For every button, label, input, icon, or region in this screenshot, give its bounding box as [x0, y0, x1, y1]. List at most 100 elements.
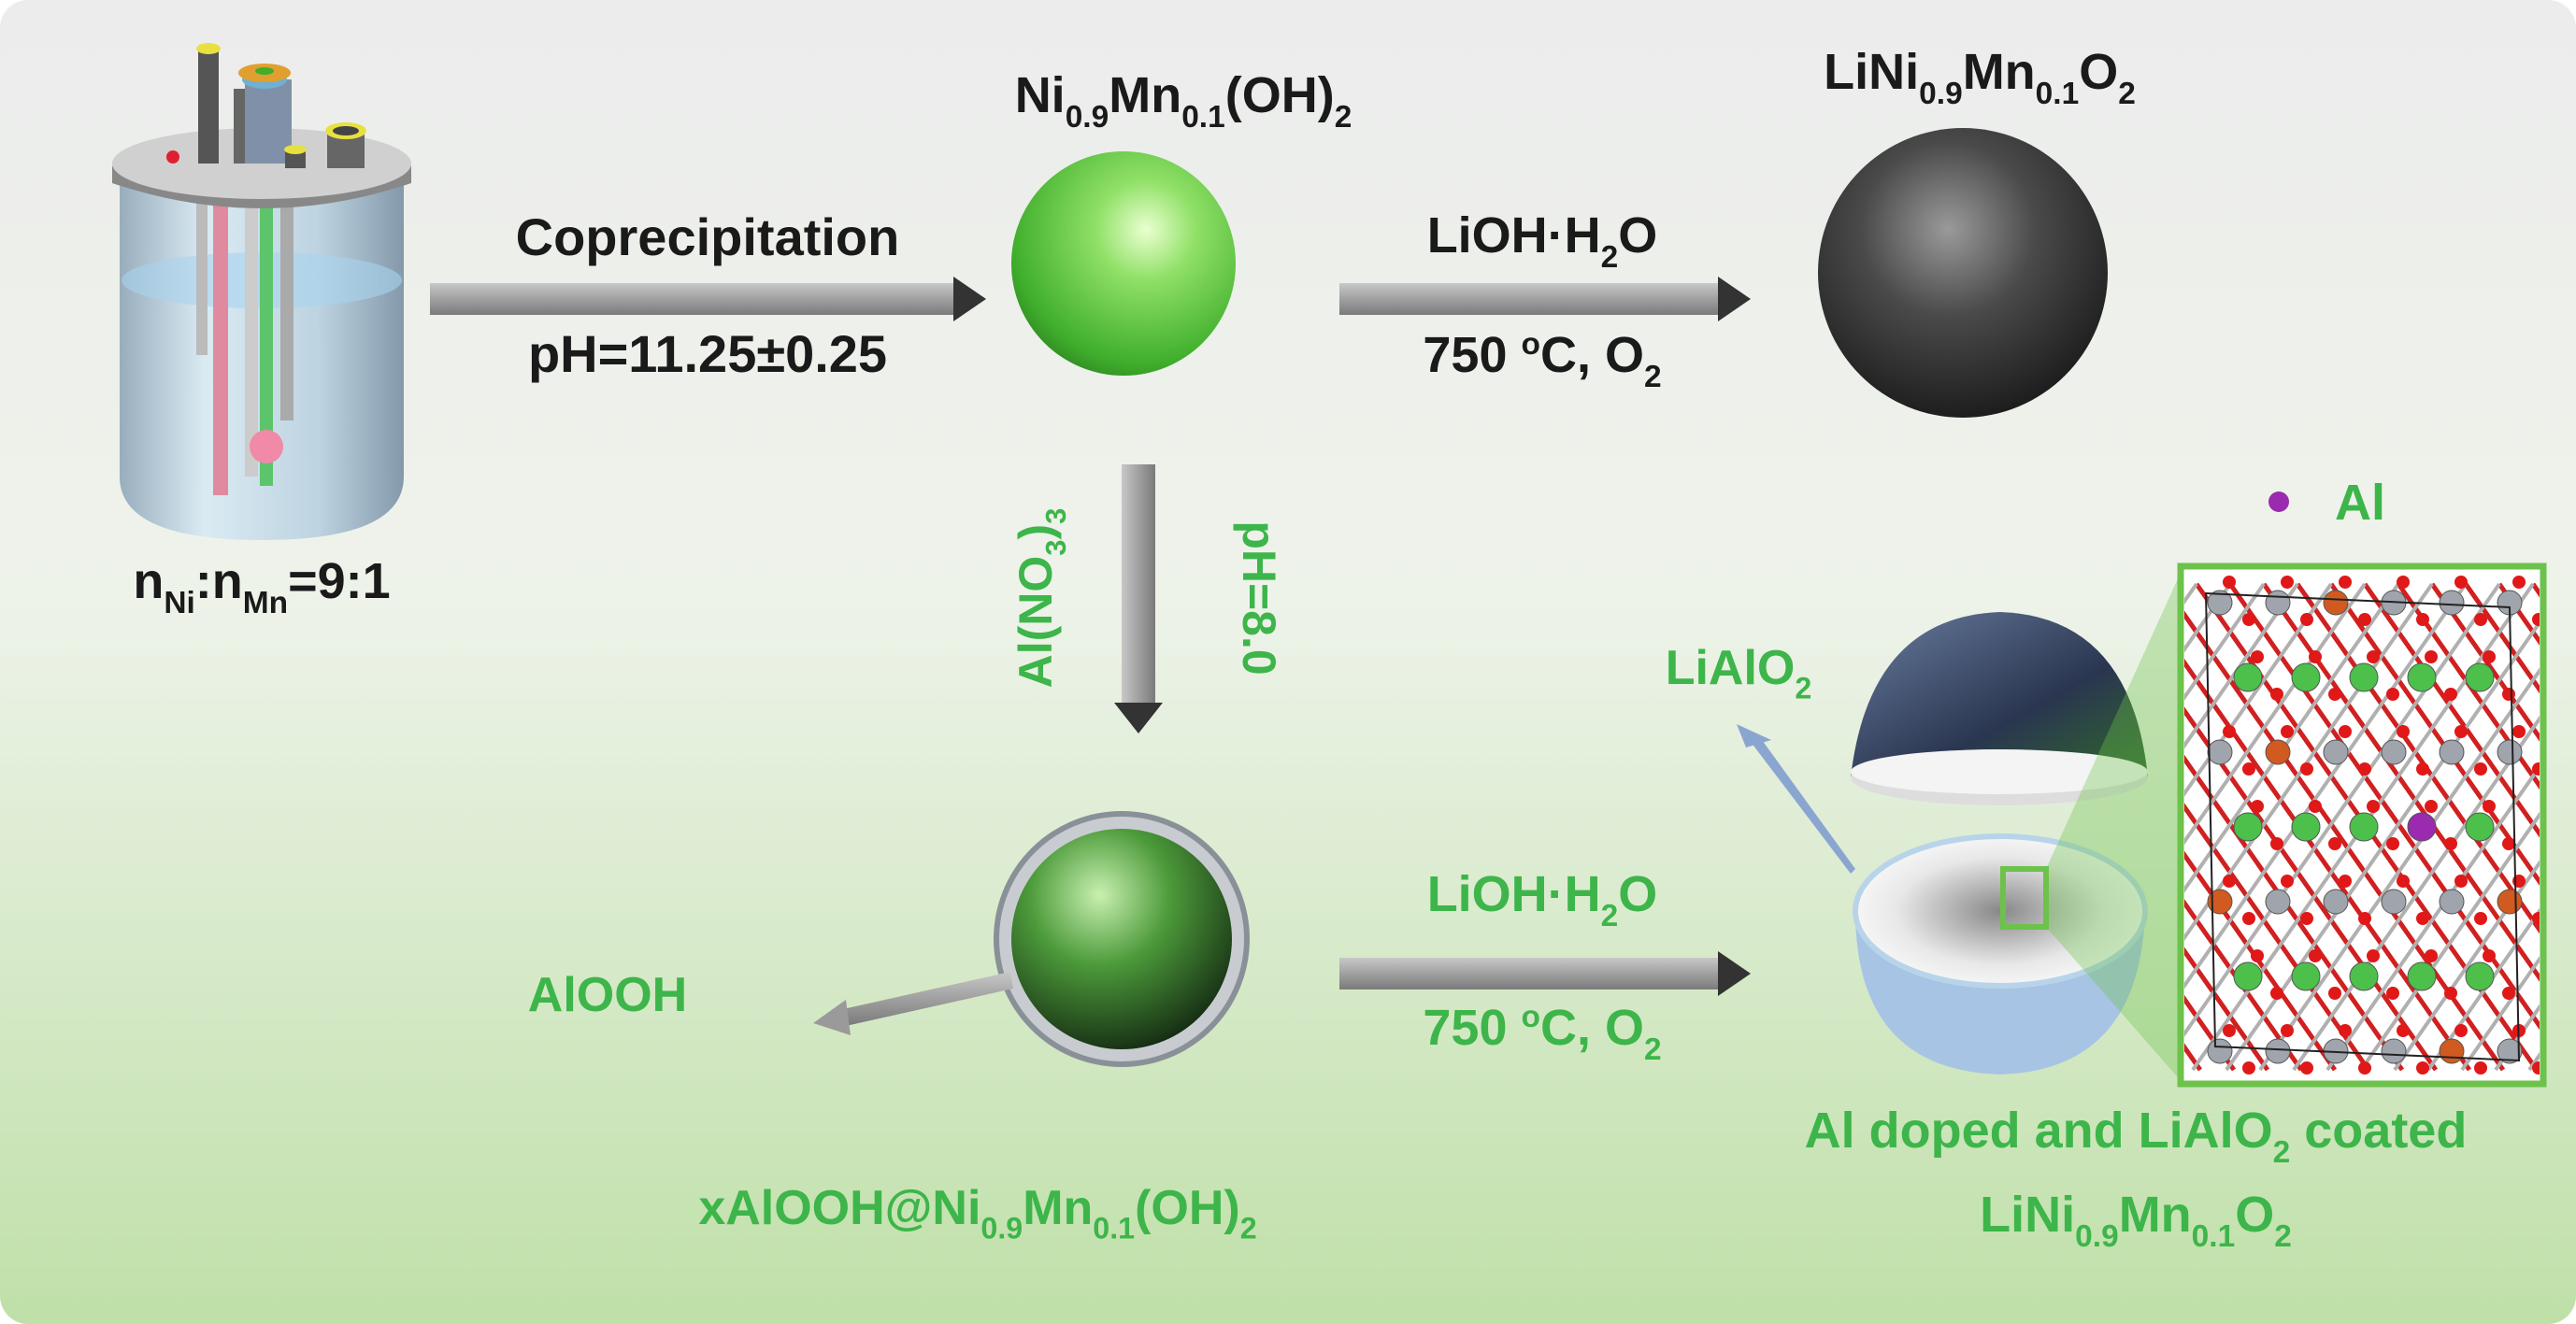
atom — [2497, 889, 2523, 915]
oxygen-atom — [2281, 875, 2294, 888]
oxygen-atom — [2309, 800, 2322, 813]
bond-line — [2184, 582, 2501, 1037]
arrow-alooh — [813, 972, 1013, 1035]
oxygen-atom — [2502, 688, 2515, 701]
atom — [2465, 662, 2495, 692]
oxygen-atom — [2223, 875, 2236, 888]
oxygen-atom — [2425, 800, 2438, 813]
calcination-top-label: 750 oC, O2 — [1423, 327, 1661, 394]
oxygen-atom — [2397, 576, 2410, 589]
formula-text: xAlOOH@Ni — [698, 1181, 980, 1235]
oxygen-atom — [2300, 613, 2313, 626]
bond-line — [2429, 582, 2540, 742]
formula-text: LiOH·H — [1427, 866, 1601, 922]
oxygen-atom — [2270, 837, 2283, 850]
atom — [2323, 739, 2349, 765]
reactor-vessel-icon — [112, 43, 411, 540]
formula-text: Mn — [1023, 1181, 1093, 1235]
lialo2-label: LiAlO2 — [1666, 641, 1812, 705]
oxygen-atom — [2483, 800, 2496, 813]
oxygen-atom — [2309, 949, 2322, 962]
oxygen-atom — [2397, 1024, 2410, 1037]
oxygen-atom — [2367, 650, 2380, 663]
bond-line — [2184, 706, 2439, 1072]
subscript: 2 — [1240, 1212, 1257, 1246]
oxygen-atom — [2358, 1061, 2371, 1075]
oxygen-atom — [2512, 725, 2526, 738]
subscript: 3 — [1039, 540, 1072, 556]
oxygen-atom — [2386, 837, 2399, 850]
formula-text: Mn — [1109, 67, 1181, 123]
bond-line — [2292, 715, 2540, 1072]
oxygen-atom — [2454, 1024, 2468, 1037]
atom — [2265, 889, 2291, 915]
final-product-label-line2: LiNi0.9Mn0.1O2 — [1980, 1187, 2292, 1254]
subscript: 0.9 — [2075, 1219, 2119, 1254]
bond-line — [2460, 955, 2540, 1072]
formula-text: LiAlO — [1666, 641, 1796, 695]
oxygen-atom — [2300, 1061, 2313, 1075]
atom — [2407, 961, 2437, 991]
oxide-formula: LiNi0.9Mn0.1O2 — [1824, 44, 2136, 111]
oxygen-atom — [2328, 837, 2341, 850]
oxygen-atom — [2328, 987, 2341, 1000]
oxygen-atom — [2242, 1061, 2255, 1075]
hydroxide-formula: Ni0.9Mn0.1(OH)2 — [1015, 67, 1352, 135]
oxygen-atom — [2474, 912, 2487, 925]
atom — [2207, 1038, 2233, 1064]
bond-line — [2184, 947, 2270, 1072]
formula-text: O — [2079, 44, 2118, 100]
coated-precursor-sphere — [1011, 829, 1232, 1049]
oxygen-atom — [2300, 762, 2313, 776]
subscript: 0.9 — [1066, 100, 1109, 135]
atom — [2439, 889, 2465, 915]
oxygen-atom — [2328, 688, 2341, 701]
oxygen-atom — [2386, 688, 2399, 701]
formula-text: =9:1 — [288, 553, 391, 609]
oxygen-atom — [2454, 875, 2468, 888]
oxygen-atom — [2532, 912, 2540, 925]
subscript: 2 — [2273, 1135, 2291, 1170]
oxygen-atom — [2532, 613, 2540, 626]
alooh-label: AlOOH — [528, 968, 687, 1022]
formula-text: C, O — [1540, 1000, 1644, 1056]
subscript: 0.9 — [980, 1212, 1023, 1246]
oxygen-atom — [2386, 987, 2399, 1000]
bond-line — [2227, 582, 2540, 1031]
atom — [2439, 1038, 2465, 1064]
formula-text: :n — [195, 553, 243, 609]
atom — [2381, 1038, 2407, 1064]
oxygen-atom — [2425, 650, 2438, 663]
oxygen-atom — [2512, 576, 2526, 589]
oxygen-atom — [2367, 800, 2380, 813]
formula-text: ) — [1009, 524, 1062, 540]
oxygen-atom — [2242, 912, 2255, 925]
formula-text: Al doped and LiAlO — [1805, 1103, 2273, 1159]
oxygen-atom — [2339, 576, 2352, 589]
oxygen-atom — [2339, 725, 2352, 738]
oxygen-atom — [2416, 762, 2429, 776]
oxygen-atom — [2309, 650, 2322, 663]
oxygen-atom — [2483, 650, 2496, 663]
formula-text: LiOH·H — [1427, 207, 1601, 263]
hydroxide-precursor-sphere — [1011, 151, 1236, 376]
subscript: 2 — [1601, 899, 1619, 933]
atom — [2381, 889, 2407, 915]
oxygen-atom — [2223, 576, 2236, 589]
oxygen-atom — [2416, 1061, 2429, 1075]
oxygen-atom — [2300, 912, 2313, 925]
al-nitrate-label: Al(NO3)3 — [1009, 508, 1072, 689]
oxygen-atom — [2454, 576, 2468, 589]
atom — [2207, 739, 2233, 765]
bond-line — [2396, 582, 2540, 790]
atom — [2291, 812, 2321, 842]
final-product-cutaway — [1737, 566, 2183, 1084]
atom — [2207, 889, 2233, 915]
oxygen-atom — [2281, 1024, 2294, 1037]
subscript: 0.1 — [2036, 77, 2080, 111]
subscript: Ni — [164, 586, 194, 620]
formula-text: Al(NO — [1009, 556, 1062, 689]
oxygen-atom — [2425, 949, 2438, 962]
formula-text: (OH) — [1225, 67, 1335, 123]
